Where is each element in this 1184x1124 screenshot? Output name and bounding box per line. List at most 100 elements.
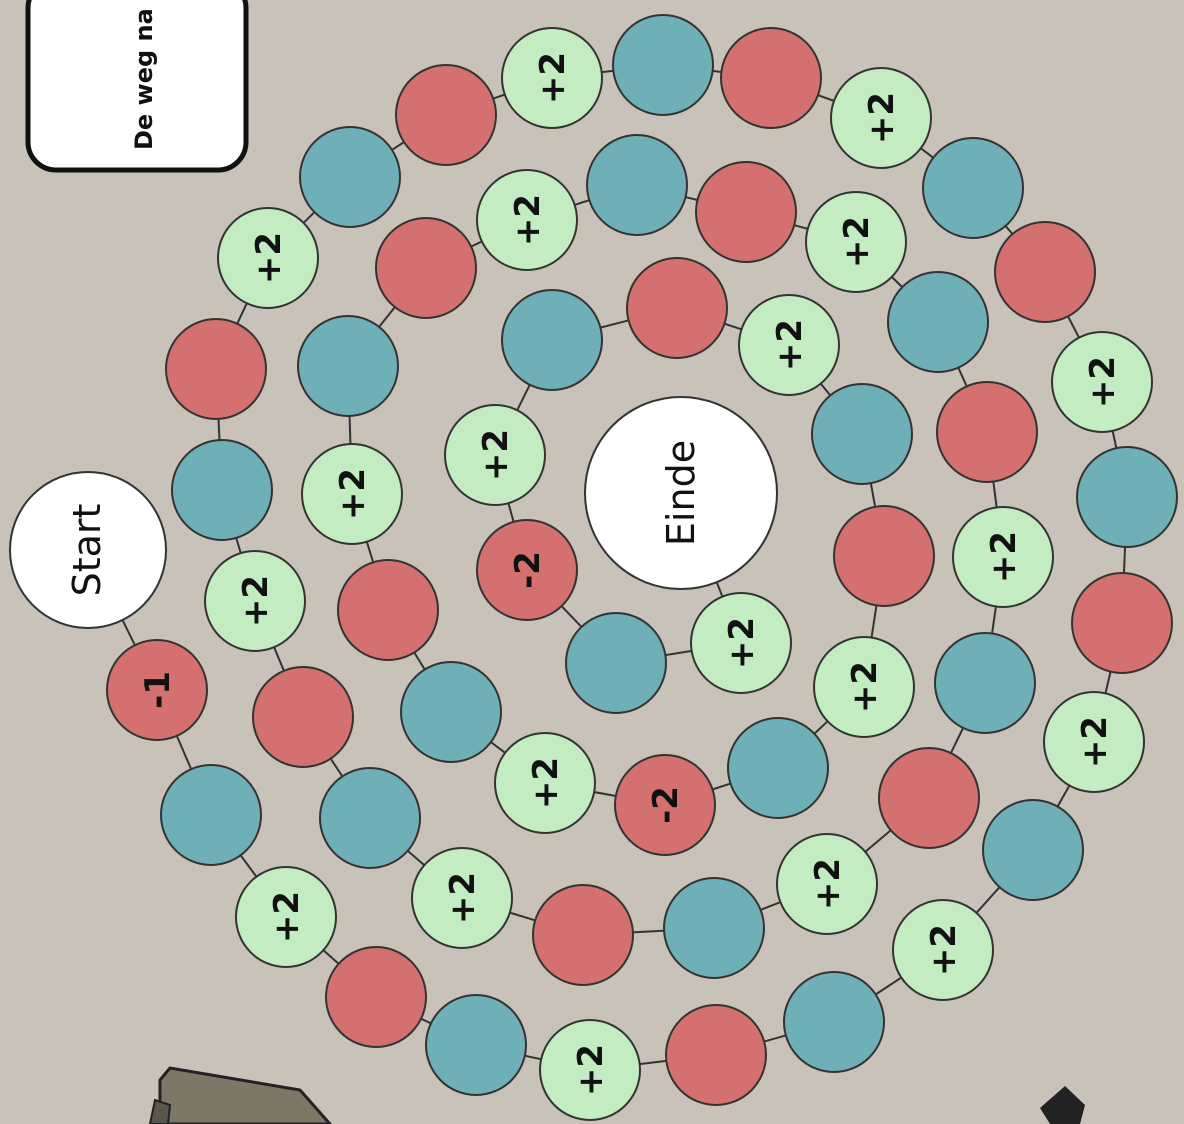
board-tile[interactable] bbox=[721, 28, 821, 128]
board-tile[interactable]: +2 bbox=[893, 900, 993, 1000]
tile-circle bbox=[1072, 573, 1172, 673]
board-tile[interactable]: +2 bbox=[477, 170, 577, 270]
board-tile[interactable] bbox=[396, 65, 496, 165]
board-tile[interactable]: +2 bbox=[739, 295, 839, 395]
tile-circle bbox=[613, 15, 713, 115]
tile-label: -2 bbox=[646, 786, 686, 824]
tile-label: +2 bbox=[249, 232, 289, 284]
board-tile[interactable]: +2 bbox=[218, 208, 318, 308]
board-tile[interactable]: -2 bbox=[477, 520, 577, 620]
tile-label: +2 bbox=[984, 531, 1024, 583]
board-tile[interactable]: +2 bbox=[445, 405, 545, 505]
board-tile[interactable] bbox=[834, 506, 934, 606]
tile-circle bbox=[401, 662, 501, 762]
board-tile[interactable]: +2 bbox=[814, 637, 914, 737]
board-tile[interactable] bbox=[161, 765, 261, 865]
board-tile[interactable] bbox=[300, 127, 400, 227]
board-tile[interactable]: -1 bbox=[107, 640, 207, 740]
board-tile[interactable] bbox=[627, 258, 727, 358]
tile-circle bbox=[338, 560, 438, 660]
board-tile[interactable] bbox=[784, 972, 884, 1072]
board-tile[interactable] bbox=[937, 382, 1037, 482]
board-tile[interactable] bbox=[935, 633, 1035, 733]
start-label: Start bbox=[65, 504, 109, 597]
board-tile[interactable]: -2 bbox=[615, 755, 715, 855]
board-tile[interactable]: +2 bbox=[495, 733, 595, 833]
board-tile[interactable] bbox=[728, 718, 828, 818]
board-tile[interactable] bbox=[983, 800, 1083, 900]
board-tile[interactable] bbox=[320, 768, 420, 868]
tile-label: +2 bbox=[845, 661, 885, 713]
board-tile[interactable] bbox=[696, 162, 796, 262]
board-tile[interactable] bbox=[376, 218, 476, 318]
tile-label: +2 bbox=[526, 757, 566, 809]
board-tile[interactable]: +2 bbox=[691, 593, 791, 693]
tile-circle bbox=[664, 878, 764, 978]
tile-circle bbox=[784, 972, 884, 1072]
tile-label: +2 bbox=[722, 617, 762, 669]
board-tile[interactable]: +2 bbox=[953, 507, 1053, 607]
tile-circle bbox=[812, 384, 912, 484]
tile-label: -2 bbox=[508, 551, 548, 589]
board-tile[interactable] bbox=[533, 885, 633, 985]
board-tile[interactable]: +2 bbox=[1052, 332, 1152, 432]
title-card-text: De weg na bbox=[130, 8, 158, 150]
tile-circle bbox=[728, 718, 828, 818]
board-tile[interactable]: +2 bbox=[777, 834, 877, 934]
board-tile[interactable]: +2 bbox=[540, 1020, 640, 1120]
board-tile[interactable]: +2 bbox=[831, 68, 931, 168]
tile-circle bbox=[166, 319, 266, 419]
board-tile[interactable] bbox=[426, 995, 526, 1095]
board-tile[interactable] bbox=[1077, 447, 1177, 547]
tile-circle bbox=[888, 272, 988, 372]
board-tile[interactable]: +2 bbox=[806, 192, 906, 292]
board-tile[interactable] bbox=[888, 272, 988, 372]
tile-circle bbox=[426, 995, 526, 1095]
board-tile[interactable]: +2 bbox=[412, 848, 512, 948]
board-tile[interactable]: +2 bbox=[502, 28, 602, 128]
finish-space[interactable]: Einde bbox=[585, 397, 777, 589]
board-tile[interactable] bbox=[253, 667, 353, 767]
tile-label: +2 bbox=[571, 1044, 611, 1096]
board-tile[interactable] bbox=[923, 138, 1023, 238]
board-tile[interactable] bbox=[566, 613, 666, 713]
board-tile[interactable] bbox=[172, 440, 272, 540]
board-tile[interactable] bbox=[664, 878, 764, 978]
tile-label: +2 bbox=[862, 92, 902, 144]
board-tile[interactable] bbox=[995, 222, 1095, 322]
board-tile[interactable] bbox=[298, 316, 398, 416]
tile-label: +2 bbox=[267, 891, 307, 943]
tile-label: +2 bbox=[924, 924, 964, 976]
tile-label: +2 bbox=[808, 858, 848, 910]
board-tile[interactable] bbox=[1072, 573, 1172, 673]
board-tile[interactable] bbox=[166, 319, 266, 419]
tile-circle bbox=[587, 135, 687, 235]
tile-circle bbox=[721, 28, 821, 128]
board-tile[interactable] bbox=[812, 384, 912, 484]
tile-circle bbox=[298, 316, 398, 416]
board-tile[interactable]: +2 bbox=[1044, 692, 1144, 792]
board-tile[interactable]: +2 bbox=[302, 444, 402, 544]
board-tile[interactable] bbox=[401, 662, 501, 762]
tile-label: +2 bbox=[1075, 716, 1115, 768]
tile-circle bbox=[376, 218, 476, 318]
tile-circle bbox=[834, 506, 934, 606]
tile-label: +2 bbox=[770, 319, 810, 371]
board-tile[interactable] bbox=[326, 947, 426, 1047]
tile-circle bbox=[320, 768, 420, 868]
tile-label: -1 bbox=[138, 671, 178, 709]
tile-circle bbox=[1077, 447, 1177, 547]
tile-circle bbox=[879, 748, 979, 848]
start-space[interactable]: Start bbox=[10, 472, 166, 628]
board-tile[interactable] bbox=[879, 748, 979, 848]
board-tile[interactable] bbox=[502, 290, 602, 390]
tile-label: +2 bbox=[508, 194, 548, 246]
board-tile[interactable] bbox=[613, 15, 713, 115]
board-tile[interactable] bbox=[666, 1005, 766, 1105]
board-tile[interactable] bbox=[338, 560, 438, 660]
board-tile[interactable]: +2 bbox=[205, 551, 305, 651]
board-tile[interactable]: +2 bbox=[236, 867, 336, 967]
board-tile[interactable] bbox=[587, 135, 687, 235]
finish-label: Einde bbox=[659, 440, 703, 546]
